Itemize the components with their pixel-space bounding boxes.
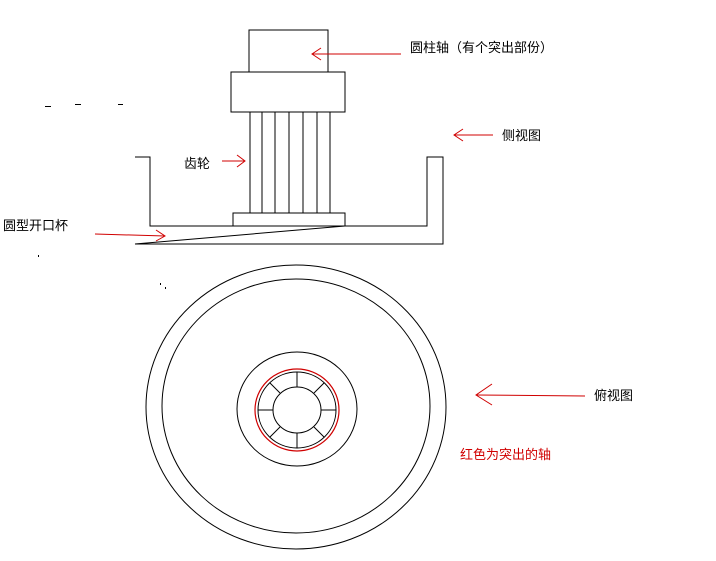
shaft-arrow xyxy=(311,47,401,61)
cup-inner-rim xyxy=(161,278,431,534)
shaft-lower-block xyxy=(230,71,346,113)
gear-arrow xyxy=(222,154,246,168)
label-shaft: 圆柱轴（有个突出部份） xyxy=(410,40,553,56)
side-view xyxy=(134,29,444,245)
protruding-shaft-red-circle xyxy=(254,368,340,452)
label-cup: 圆型开口杯 xyxy=(3,219,68,234)
side-view-arrow xyxy=(453,128,493,142)
cup-profile xyxy=(134,156,444,245)
gear-outer-circle xyxy=(236,351,358,467)
label-side-view: 侧视图 xyxy=(502,129,541,144)
cup-outer-rim xyxy=(145,264,447,550)
stray-dots xyxy=(38,104,166,289)
gear-spokes xyxy=(258,372,336,448)
label-red-note: 红色为突出的轴 xyxy=(460,447,551,463)
label-gear: 齿轮 xyxy=(184,157,210,172)
gear-base xyxy=(232,212,346,227)
cup-arrow xyxy=(94,229,166,242)
shaft-center-circle xyxy=(272,386,322,434)
annotation-arrows xyxy=(94,47,586,406)
gear-teeth xyxy=(249,112,331,213)
top-view xyxy=(145,264,447,550)
top-view-arrow xyxy=(475,383,586,406)
label-top-view: 俯视图 xyxy=(594,388,633,404)
